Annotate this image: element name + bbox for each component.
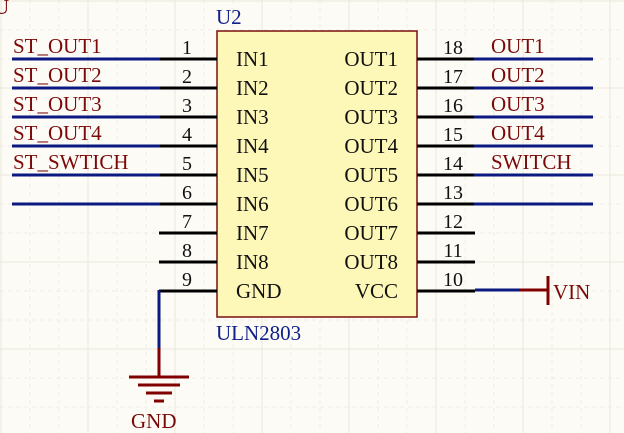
pin-number: 11 (443, 240, 462, 262)
pin-name: OUT8 (344, 250, 398, 274)
pin-2[interactable]: 2 IN2 ST_OUT2 (12, 63, 269, 100)
pin-name: OUT3 (344, 105, 398, 129)
pin-name: VCC (355, 279, 398, 303)
pin-name: OUT6 (344, 192, 398, 216)
pin-name: IN2 (236, 76, 269, 100)
pin-4[interactable]: 4 IN4 ST_OUT4 (12, 121, 269, 158)
gnd-label: GND (131, 409, 177, 433)
pin-number: 2 (182, 66, 192, 88)
component-body[interactable] (216, 30, 418, 318)
pin-number: 16 (443, 95, 463, 117)
pin-number: 1 (182, 37, 192, 59)
component-designator[interactable]: U2 (216, 5, 242, 29)
net-label[interactable]: ST_SWTICH (13, 150, 129, 174)
pin-10[interactable]: 10 VCC (355, 269, 475, 303)
offscreen-label-fragment: U (0, 0, 9, 19)
pin-name: IN7 (236, 221, 269, 245)
net-label[interactable]: OUT4 (491, 121, 545, 145)
pin-1[interactable]: 1 IN1 ST_OUT1 (12, 34, 269, 71)
pin-name: IN5 (236, 163, 269, 187)
pin-name: IN3 (236, 105, 269, 129)
pin-14[interactable]: 14 OUT5 SWITCH (344, 150, 593, 187)
pin-number: 7 (182, 211, 192, 233)
pin-11[interactable]: 11 OUT8 (344, 240, 475, 274)
pin-number: 5 (182, 153, 192, 175)
pin-3[interactable]: 3 IN3 ST_OUT3 (12, 92, 269, 129)
pin-7[interactable]: 7 IN7 (159, 211, 269, 245)
pin-name: OUT1 (344, 47, 398, 71)
pin-number: 9 (182, 269, 192, 291)
pin-5[interactable]: 5 IN5 ST_SWTICH (12, 150, 269, 187)
pin-name: IN6 (236, 192, 269, 216)
pin-number: 14 (443, 153, 463, 175)
pin-number: 6 (182, 182, 192, 204)
net-label[interactable]: OUT1 (491, 34, 545, 58)
net-label[interactable]: OUT2 (491, 63, 545, 87)
net-label[interactable]: ST_OUT3 (13, 92, 102, 116)
pin-12[interactable]: 12 OUT7 (344, 211, 475, 245)
pin-6[interactable]: 6 IN6 (12, 182, 269, 216)
pin-name: OUT2 (344, 76, 398, 100)
pin-number: 10 (443, 269, 463, 291)
pin-number: 15 (443, 124, 463, 146)
right-pins: 18OUT1OUT117OUT2OUT216OUT3OUT315OUT4OUT4… (344, 34, 593, 303)
pin-number: 4 (182, 124, 192, 146)
pin-number: 3 (182, 95, 192, 117)
pin-8[interactable]: 8 IN8 (159, 240, 269, 274)
gnd-power-port[interactable]: GND (129, 290, 189, 433)
vin-label: VIN (553, 280, 590, 304)
pin-number: 17 (443, 66, 463, 88)
net-label[interactable]: ST_OUT1 (13, 34, 102, 58)
pin-number: 8 (182, 240, 192, 262)
pin-name: IN1 (236, 47, 269, 71)
vin-power-port[interactable]: VIN (475, 276, 590, 305)
pin-number: 13 (443, 182, 463, 204)
component-part-name[interactable]: ULN2803 (216, 321, 301, 345)
pin-9[interactable]: 9 GND (159, 269, 282, 303)
net-label[interactable]: OUT3 (491, 92, 545, 116)
net-label[interactable]: ST_OUT2 (13, 63, 102, 87)
pin-name: OUT5 (344, 163, 398, 187)
pin-name: OUT7 (344, 221, 398, 245)
net-label[interactable]: SWITCH (491, 150, 572, 174)
pin-name: OUT4 (344, 134, 398, 158)
pin-number: 18 (443, 37, 463, 59)
pin-13[interactable]: 13 OUT6 (344, 182, 593, 216)
pin-name: IN4 (236, 134, 269, 158)
net-label[interactable]: ST_OUT4 (13, 121, 102, 145)
pin-number: 12 (443, 211, 463, 233)
pin-name: IN8 (236, 250, 269, 274)
pin-name: GND (236, 279, 282, 303)
